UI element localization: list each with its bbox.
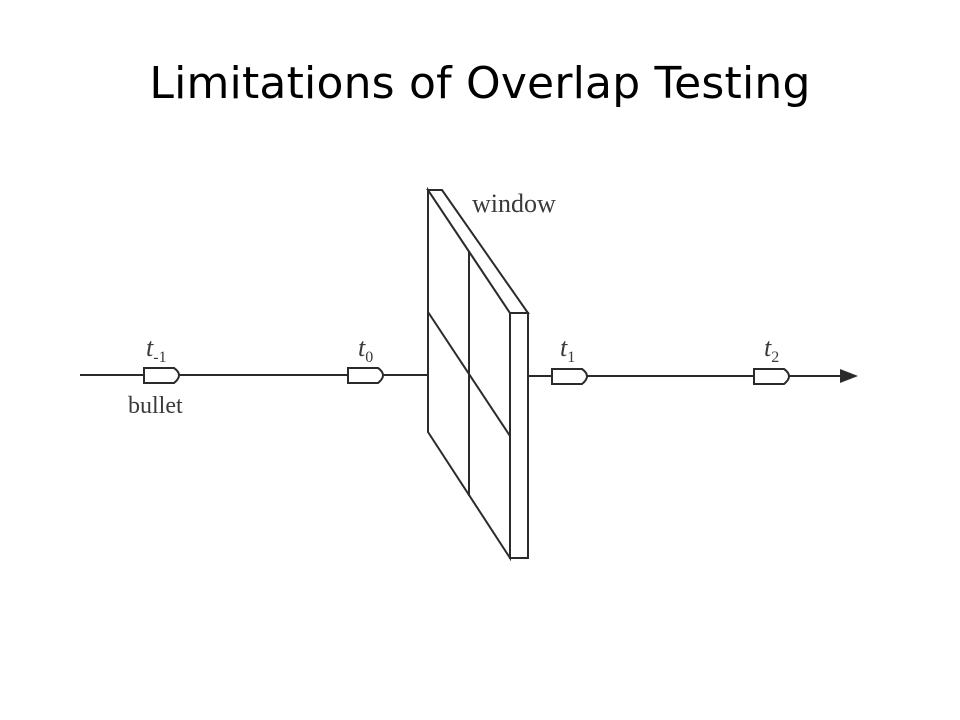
time-label-var: t (560, 333, 568, 362)
slide-title: Limitations of Overlap Testing (149, 58, 811, 109)
time-label-t0: t0 (358, 333, 373, 366)
bullet-label: bullet (128, 393, 183, 419)
time-label-sub: 0 (365, 349, 373, 366)
window-label: window (472, 189, 556, 218)
time-label-var: t (146, 333, 154, 362)
time-label-var: t (358, 333, 366, 362)
time-label-sub: 1 (567, 349, 575, 366)
bullet-t1 (551, 368, 588, 385)
arrowhead-icon (840, 369, 858, 383)
time-label-t2: t2 (764, 333, 779, 366)
window-grid-horizontal (427, 311, 511, 437)
time-label-sub: 2 (771, 349, 779, 366)
window-side-edge (509, 312, 529, 559)
time-label-sub: -1 (153, 349, 166, 366)
bullet-t2 (753, 368, 790, 385)
time-label-var: t (764, 333, 772, 362)
time-label-t1: t1 (560, 333, 575, 366)
time-label-t-minus-1: t-1 (146, 333, 167, 366)
bullet-t-minus-1 (143, 367, 180, 384)
bullet-t0 (347, 367, 384, 384)
